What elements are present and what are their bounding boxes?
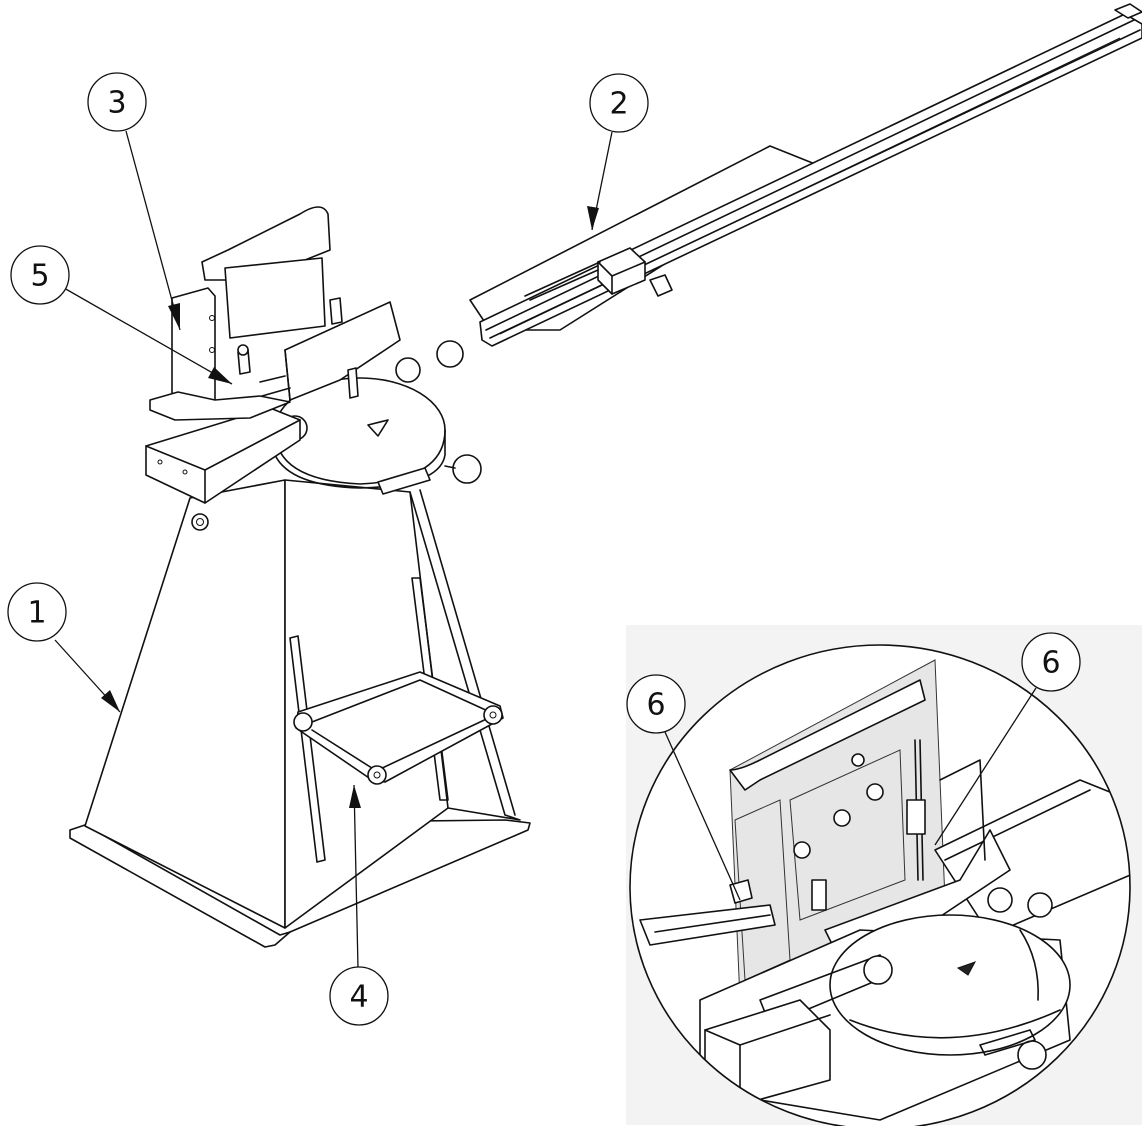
pedal-assembly	[293, 671, 504, 785]
callout-6-right-label: 6	[1041, 646, 1060, 681]
callout-2: 2	[587, 73, 649, 231]
callout-3-label: 3	[107, 86, 126, 121]
extension-arm	[436, 3, 1142, 368]
callout-3: 3	[87, 72, 181, 331]
callout-6-left: 6	[626, 674, 741, 901]
callout-5: 5	[10, 245, 233, 385]
callout-4: 4	[329, 784, 389, 1026]
callout-5-label: 5	[30, 259, 49, 294]
callout-6-left-label: 6	[646, 688, 665, 723]
callout-1-label: 1	[27, 596, 46, 631]
callout-6-right: 6	[934, 632, 1081, 846]
front-beam	[145, 407, 301, 504]
callout-2-label: 2	[609, 87, 628, 122]
cutting-head	[149, 206, 401, 421]
callout-4-label: 4	[349, 980, 368, 1015]
detail-inset	[626, 625, 1142, 1126]
turntable	[269, 357, 482, 495]
callout-1: 1	[7, 582, 121, 713]
